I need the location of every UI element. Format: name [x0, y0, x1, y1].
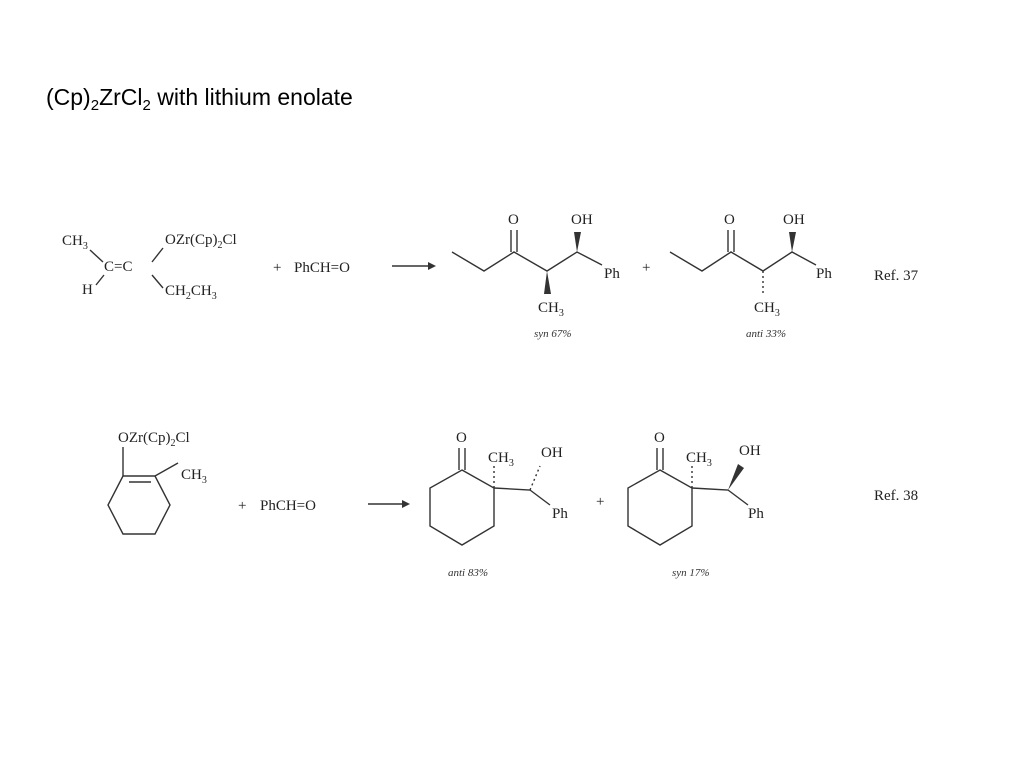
ethyl-label: CH2CH3 [165, 283, 217, 302]
cc-double-bond-label: C=C [104, 259, 132, 275]
ozr-label: OZr(Cp)2Cl [118, 430, 190, 449]
product-1b-anti: O OH Ph CH3 anti 33% [669, 212, 832, 340]
cyclohexanone-ring [429, 469, 495, 546]
title-text: ZrCl [99, 84, 143, 110]
plus-sign: + [596, 494, 604, 510]
product-1a-syn: O OH Ph CH3 syn 67% [451, 212, 620, 340]
ch3-label: CH3 [754, 300, 780, 319]
ozr-label: OZr(Cp)2Cl [165, 232, 237, 251]
oh-label: OH [739, 443, 761, 459]
carbonyl-o-label: O [654, 430, 665, 446]
plus-sign: + [238, 498, 246, 514]
carbonyl-bond [656, 448, 664, 470]
carbonyl-bond [458, 448, 466, 470]
oh-label: OH [783, 212, 805, 228]
plus-sign: + [642, 260, 650, 276]
reaction-1: CH3 H C=C OZr(Cp)2Cl CH2CH3 + PhCH=O O O… [62, 212, 919, 340]
carbonyl-bond [727, 230, 735, 252]
title-subscript: 2 [142, 97, 151, 114]
title-text: with lithium enolate [150, 84, 353, 110]
benzaldehyde-label: PhCH=O [294, 260, 350, 276]
ch3-label: CH3 [488, 450, 514, 469]
oh-label: OH [541, 445, 563, 461]
carbonyl-o-label: O [724, 212, 735, 228]
ph-label: Ph [748, 506, 764, 522]
hash-bond-oh [529, 465, 541, 491]
wedge-bond-oh [789, 232, 796, 252]
reference-label: Ref. 38 [874, 488, 918, 504]
reactant-2-enolate: OZr(Cp)2Cl CH3 [107, 430, 207, 535]
ph-label: Ph [552, 506, 568, 522]
oh-label: OH [571, 212, 593, 228]
reference-label: Ref. 37 [874, 268, 919, 284]
product-2b-syn: O CH3 OH Ph syn 17% [627, 430, 764, 579]
reactant-1-bonds [89, 247, 164, 289]
product-2a-anti: O CH3 OH Ph anti 83% [429, 430, 568, 579]
cyclohexene-ring [107, 475, 171, 535]
cyclohexanone-ring [627, 469, 693, 546]
plus-sign: + [273, 260, 281, 276]
product-caption: anti 33% [746, 328, 786, 340]
product-caption: anti 83% [448, 567, 488, 579]
side-chain-bond [493, 487, 551, 506]
wedge-bond-oh [728, 464, 744, 490]
carbonyl-bond [510, 230, 518, 252]
wedge-bond-oh [574, 232, 581, 252]
reactant-1-enolate: CH3 H C=C OZr(Cp)2Cl CH2CH3 [62, 232, 237, 302]
ph-label: Ph [604, 266, 620, 282]
carbonyl-o-label: O [508, 212, 519, 228]
side-chain-bond [691, 487, 749, 506]
reaction-arrow [392, 262, 436, 270]
carbon-chain [451, 251, 603, 272]
product-caption: syn 17% [672, 567, 710, 579]
title-subscript: 2 [90, 97, 100, 114]
substituent-bonds [122, 447, 179, 477]
ch3-label: CH3 [686, 450, 712, 469]
ch3-label: CH3 [538, 300, 564, 319]
ph-label: Ph [816, 266, 832, 282]
benzaldehyde-label: PhCH=O [260, 498, 316, 514]
ch3-label: CH3 [181, 467, 207, 486]
title-text: (Cp) [46, 84, 91, 110]
reaction-2: OZr(Cp)2Cl CH3 + PhCH=O O CH3 OH Ph anti… [107, 430, 918, 579]
h-label: H [82, 282, 93, 298]
carbon-chain [669, 251, 817, 272]
reaction-arrow [368, 500, 410, 508]
carbonyl-o-label: O [456, 430, 467, 446]
ch3-label: CH3 [62, 233, 88, 252]
slide-title: (Cp)2ZrCl2 with lithium enolate [46, 84, 353, 114]
product-caption: syn 67% [534, 328, 572, 340]
wedge-bond-ch3 [544, 271, 551, 294]
